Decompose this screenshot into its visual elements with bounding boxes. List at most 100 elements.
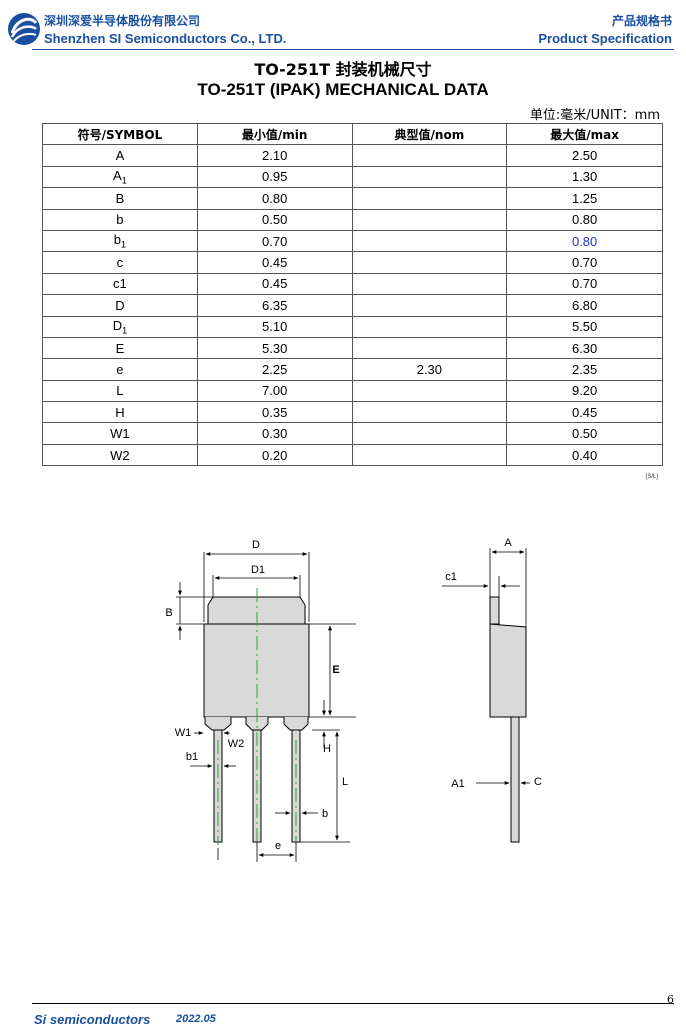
symbol-text: W1 bbox=[110, 426, 130, 442]
label-A: A bbox=[504, 537, 512, 549]
symbol-text: L bbox=[116, 383, 124, 399]
cell-nom bbox=[351, 272, 508, 296]
cell-min: 2.25 bbox=[196, 358, 353, 381]
symbol-text: E bbox=[115, 340, 125, 356]
cell-symbol: D1 bbox=[42, 315, 198, 338]
header-divider bbox=[32, 49, 674, 50]
cell-min: 0.70 bbox=[196, 229, 353, 253]
label-W1: W1 bbox=[175, 727, 192, 739]
table-row: W2 0.20 0.40 bbox=[42, 443, 663, 467]
symbol-subscript: 1 bbox=[121, 175, 127, 186]
side-view: A c1 A1 C bbox=[442, 537, 542, 843]
footer-divider bbox=[32, 1003, 674, 1004]
cell-nom bbox=[351, 379, 508, 403]
cell-min: 0.30 bbox=[196, 422, 353, 445]
cell-min: 0.35 bbox=[196, 401, 353, 424]
symbol-text: e bbox=[116, 361, 124, 377]
cell-symbol: b bbox=[42, 208, 198, 231]
label-C: C bbox=[534, 776, 542, 788]
symbol-text: A bbox=[115, 148, 125, 164]
symbol-text: b bbox=[113, 232, 121, 248]
header-min: 最小值/min bbox=[196, 122, 353, 146]
cell-nom bbox=[351, 165, 508, 189]
unit-label: 单位:毫米/UNIT：mm bbox=[529, 108, 660, 123]
cell-nom bbox=[351, 336, 508, 360]
table-row: A 2.10 2.50 bbox=[42, 144, 663, 167]
cell-max: 0.80 bbox=[506, 229, 663, 253]
table-note: [S/L] bbox=[645, 474, 658, 480]
doc-type-cn: 产品规格书 bbox=[611, 14, 672, 28]
cell-max: 0.70 bbox=[506, 272, 663, 296]
cell-symbol: b1 bbox=[42, 229, 198, 253]
cell-max: 0.40 bbox=[506, 443, 663, 467]
cell-min: 0.95 bbox=[196, 165, 353, 189]
symbol-text: H bbox=[115, 404, 125, 420]
symbol-text: W2 bbox=[110, 447, 130, 463]
cell-symbol: c1 bbox=[42, 272, 198, 296]
symbol-subscript: 1 bbox=[121, 239, 127, 250]
header-symbol: 符号/SYMBOL bbox=[42, 122, 198, 146]
cell-max: 5.50 bbox=[506, 315, 663, 338]
lead-shoulder-left bbox=[204, 717, 232, 731]
cell-symbol: E bbox=[42, 336, 198, 360]
cell-max: 6.80 bbox=[506, 294, 663, 317]
footer-date: 2022.05 bbox=[176, 1013, 216, 1025]
cell-symbol: c bbox=[42, 251, 198, 274]
cell-min: 0.20 bbox=[196, 443, 353, 467]
cell-nom: 2.30 bbox=[351, 358, 508, 381]
company-logo bbox=[8, 13, 40, 45]
side-lead bbox=[510, 716, 520, 843]
cell-max: 0.80 bbox=[506, 208, 663, 231]
page-title-en: TO-251T (IPAK) MECHANICAL DATA bbox=[197, 80, 489, 99]
footer-brand: Si semiconductors bbox=[34, 1012, 151, 1027]
cell-max: 1.25 bbox=[506, 187, 663, 210]
front-view: D D1 B E H L b b1 bbox=[165, 539, 356, 862]
cell-nom bbox=[351, 251, 508, 274]
company-name-en: Shenzhen SI Semiconductors Co., LTD. bbox=[44, 31, 287, 46]
cell-symbol: D bbox=[42, 294, 198, 317]
cell-min: 0.80 bbox=[196, 187, 353, 210]
symbol-text: c bbox=[116, 255, 124, 271]
cell-max: 6.30 bbox=[506, 336, 663, 360]
symbol-text: b bbox=[116, 212, 124, 228]
cell-symbol: W2 bbox=[42, 443, 198, 467]
cell-max: 2.35 bbox=[506, 358, 663, 381]
cell-symbol: A bbox=[42, 144, 198, 167]
cell-symbol: H bbox=[42, 401, 198, 424]
side-tab bbox=[489, 596, 500, 625]
label-b: b bbox=[322, 808, 328, 820]
cell-nom bbox=[351, 401, 508, 424]
cell-nom bbox=[351, 208, 508, 231]
cell-symbol: A1 bbox=[42, 165, 198, 189]
cell-min: 2.10 bbox=[196, 144, 353, 167]
cell-max: 0.45 bbox=[506, 401, 663, 424]
cell-max: 0.70 bbox=[506, 251, 663, 274]
cell-min: 5.30 bbox=[196, 336, 353, 360]
cell-max: 9.20 bbox=[506, 379, 663, 403]
label-H: H bbox=[323, 743, 331, 755]
cell-symbol: L bbox=[42, 379, 198, 403]
symbol-text: D bbox=[115, 297, 125, 313]
cell-min: 7.00 bbox=[196, 379, 353, 403]
cell-nom bbox=[351, 187, 508, 210]
cell-nom bbox=[351, 443, 508, 467]
cell-symbol: W1 bbox=[42, 422, 198, 445]
label-b1: b1 bbox=[186, 751, 198, 763]
table-row: L 7.00 9.20 bbox=[42, 379, 663, 403]
label-W2: W2 bbox=[228, 738, 245, 750]
table-row: H 0.35 0.45 bbox=[42, 401, 663, 424]
label-A1: A1 bbox=[451, 778, 464, 790]
cell-max: 2.50 bbox=[506, 144, 663, 167]
doc-type-en: Product Specification bbox=[538, 31, 672, 46]
